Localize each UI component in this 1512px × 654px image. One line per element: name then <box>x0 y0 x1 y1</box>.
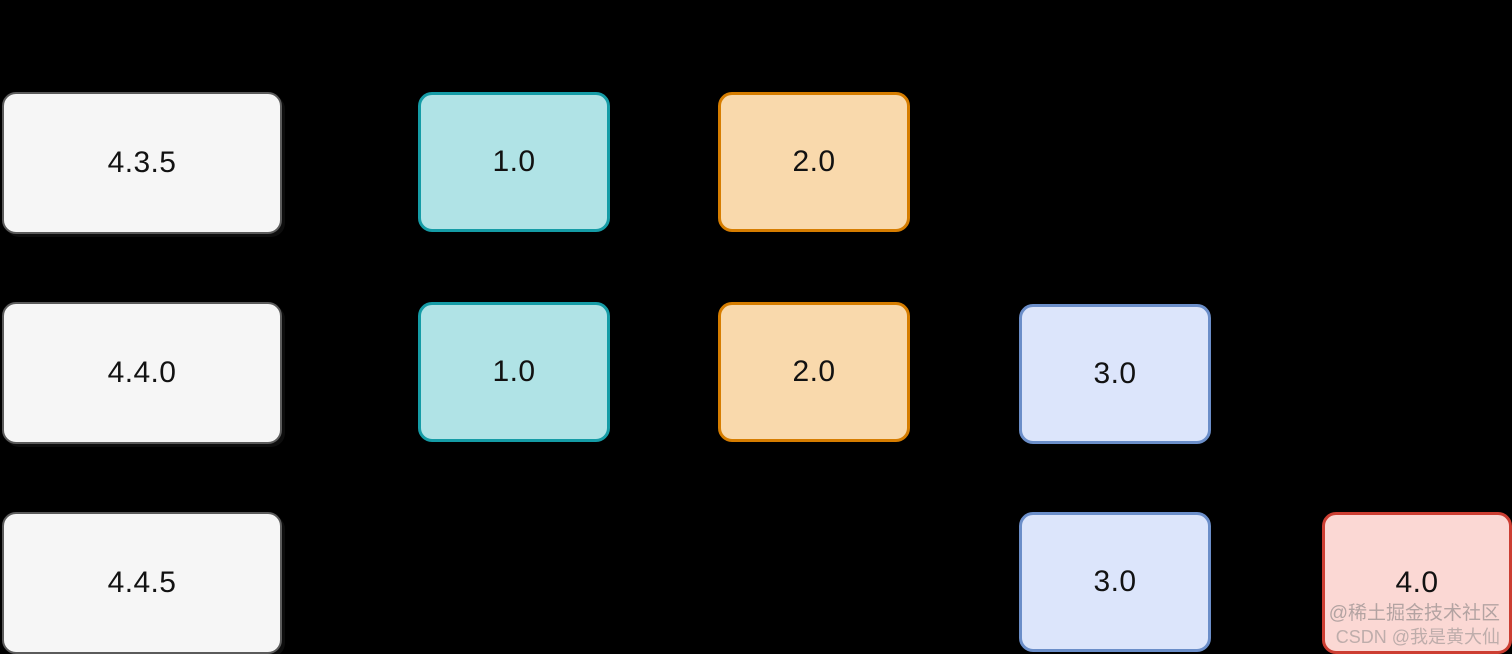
node-label: 4.3.5 <box>107 146 177 179</box>
node-label: 3.0 <box>1093 565 1137 598</box>
node-stage-2-0-row2[interactable]: 2.0 <box>718 302 910 442</box>
node-label: 2.0 <box>792 355 836 388</box>
node-label: 4.4.5 <box>107 566 177 599</box>
node-stage-3-0-row2[interactable]: 3.0 <box>1019 304 1211 444</box>
node-stage-2-0-row1[interactable]: 2.0 <box>718 92 910 232</box>
node-stage-1-0-row1[interactable]: 1.0 <box>418 92 610 232</box>
node-version-4-4-0[interactable]: 4.4.0 <box>2 302 282 444</box>
node-version-4-4-5[interactable]: 4.4.5 <box>2 512 282 654</box>
node-label: 3.0 <box>1093 357 1137 390</box>
node-label: 1.0 <box>492 145 536 178</box>
node-version-4-3-5[interactable]: 4.3.5 <box>2 92 282 234</box>
node-label: 2.0 <box>792 145 836 178</box>
node-label: 1.0 <box>492 355 536 388</box>
node-stage-3-0-row3[interactable]: 3.0 <box>1019 512 1211 652</box>
node-stage-4-0-row3[interactable]: 4.0 <box>1322 512 1512 654</box>
node-stage-1-0-row2[interactable]: 1.0 <box>418 302 610 442</box>
node-label: 4.4.0 <box>107 356 177 389</box>
node-label: 4.0 <box>1395 566 1439 599</box>
